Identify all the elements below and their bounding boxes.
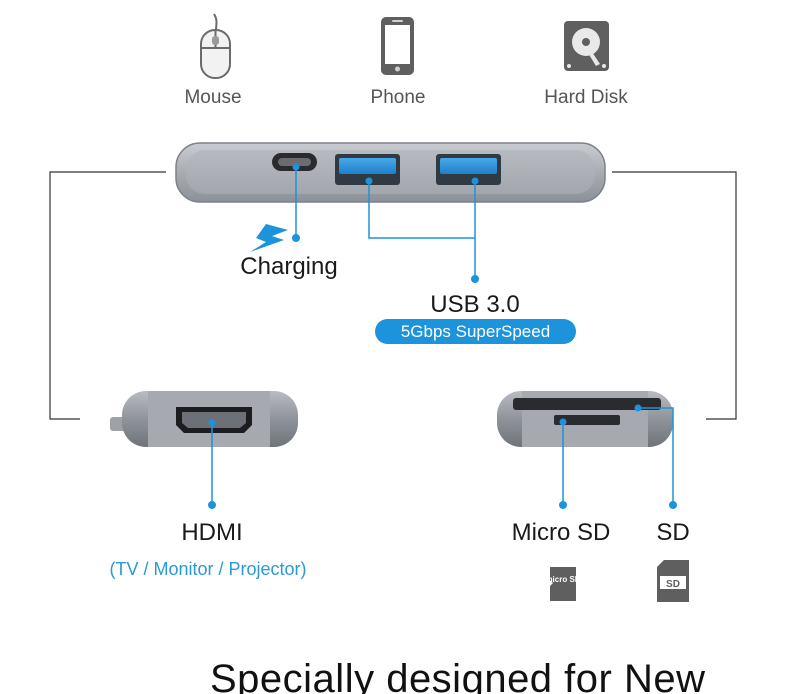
connector-bracket-left bbox=[49, 171, 166, 420]
hard-disk-label: Hard Disk bbox=[544, 87, 628, 108]
charging-label: Charging bbox=[240, 253, 338, 280]
mouse-label: Mouse bbox=[184, 87, 242, 108]
connector-bracket-right bbox=[612, 171, 737, 420]
usb-label: USB 3.0 bbox=[430, 291, 520, 318]
mouse-icon bbox=[200, 13, 231, 79]
sd-label: SD bbox=[656, 519, 690, 546]
svg-text:SD: SD bbox=[666, 579, 680, 590]
lightning-icon bbox=[250, 224, 288, 252]
usb-speed-badge: 5Gbps SuperSpeed bbox=[375, 319, 576, 344]
hub-hdmi-side bbox=[110, 391, 298, 447]
hdmi-label: HDMI bbox=[181, 519, 243, 546]
hard-disk-icon bbox=[564, 21, 609, 71]
phone-icon bbox=[381, 17, 414, 75]
micro-sd-card-icon: micro SD bbox=[545, 567, 581, 601]
svg-text:micro SD: micro SD bbox=[545, 575, 580, 584]
headline: Specially designed for New bbox=[210, 657, 706, 694]
hub-top-view bbox=[175, 142, 606, 203]
phone-label: Phone bbox=[370, 87, 426, 108]
usb-callout bbox=[368, 181, 476, 279]
hdmi-targets-label: (TV / Monitor / Projector) bbox=[109, 559, 307, 579]
sd-card-icon: SD bbox=[657, 560, 689, 602]
micro-sd-label: Micro SD bbox=[511, 519, 611, 546]
hub-card-reader-side bbox=[497, 391, 673, 447]
